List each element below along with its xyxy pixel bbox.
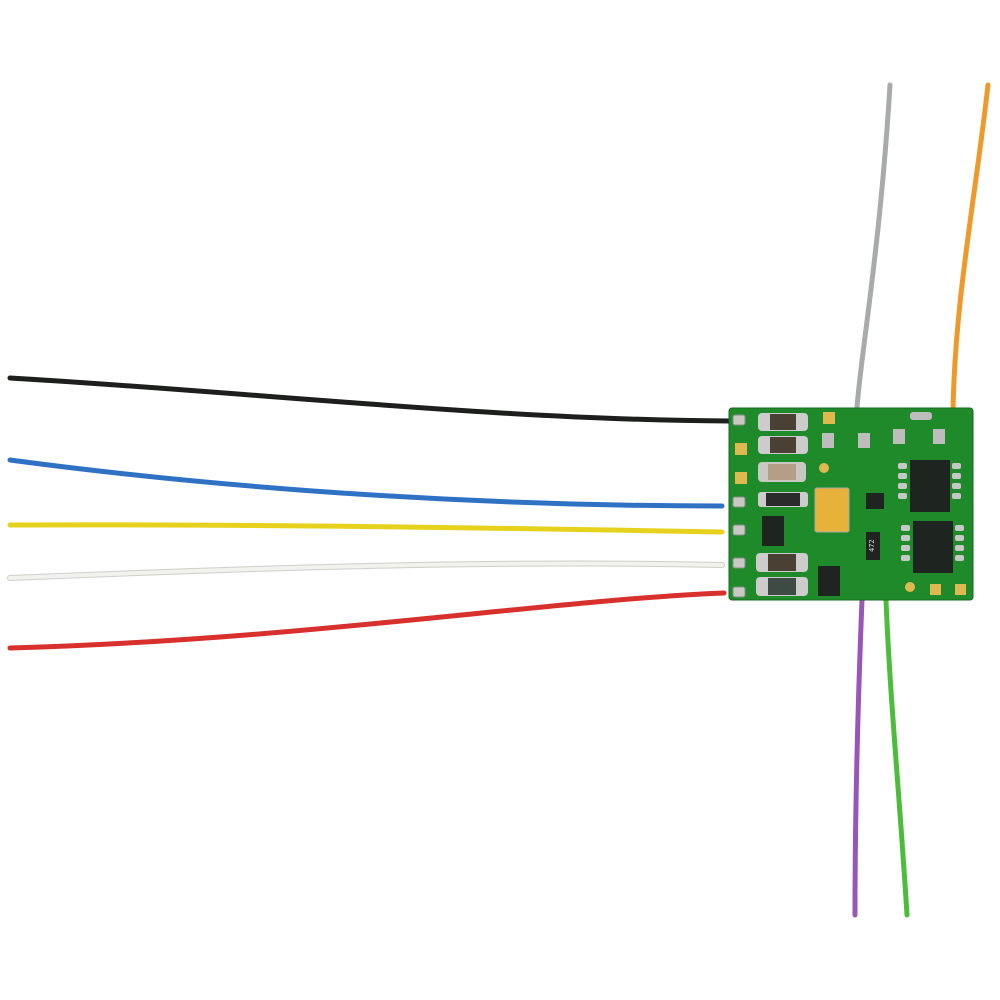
diodes [756, 413, 808, 596]
ic-pin [952, 463, 961, 469]
ic-pin [898, 473, 907, 479]
ic-pin [898, 493, 907, 499]
wire-purple [852, 597, 865, 918]
wire-red [7, 590, 727, 651]
wire-gray [854, 82, 893, 411]
wire-white-core [8, 561, 724, 580]
ic-pin [955, 555, 964, 561]
ic-pin [952, 493, 961, 499]
ic-pin [952, 473, 961, 479]
wire-orange [950, 82, 991, 413]
wire-green [883, 597, 910, 918]
wire-black [7, 375, 733, 424]
pcb-board: 472 [728, 407, 974, 601]
wires [7, 82, 991, 918]
ic-pin [955, 525, 964, 531]
wire-blue [7, 457, 725, 509]
ic-pin [898, 483, 907, 489]
ic-pin [955, 545, 964, 551]
ic-pin [955, 535, 964, 541]
ic-pin [952, 483, 961, 489]
resistor-marking: 472 [868, 539, 876, 552]
wire-yellow [7, 522, 725, 535]
ic-pin [901, 535, 910, 541]
ic-pin [901, 555, 910, 561]
ic-pin [901, 525, 910, 531]
ic-pin [898, 463, 907, 469]
ic-pin [901, 545, 910, 551]
